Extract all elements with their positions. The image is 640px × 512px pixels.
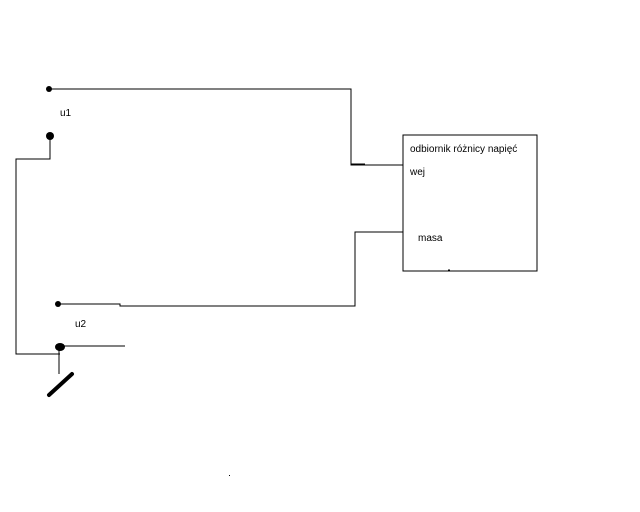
u2-label: u2 <box>75 319 87 330</box>
wire-u2-stub <box>58 345 125 374</box>
wire-common <box>15 136 60 355</box>
wire-u2-to-ground <box>57 231 403 307</box>
receiver-input-label: wej <box>409 167 425 178</box>
wire-u1-to-input <box>49 88 403 166</box>
receiver-ground-label: masa <box>418 233 443 244</box>
u1-label: u1 <box>60 108 72 119</box>
receiver-box <box>402 134 538 272</box>
stray-pixel <box>229 475 230 476</box>
u1-upper-terminal <box>46 86 52 92</box>
u2-lower-terminal <box>55 343 65 351</box>
receiver-title: odbiornik różnicy napięć <box>410 144 517 155</box>
ground-symbol <box>47 372 74 397</box>
u2-upper-terminal <box>55 301 61 307</box>
